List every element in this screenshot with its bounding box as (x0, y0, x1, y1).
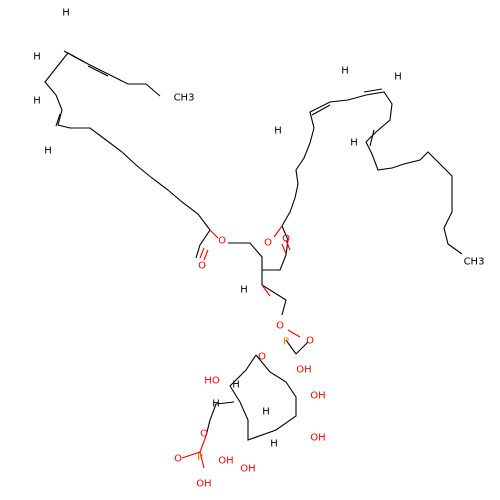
phosphate-hydroxyl-2b: OH (196, 479, 211, 490)
ch3-top-label: CH3 (174, 93, 195, 104)
phosphate-double-oxygen-1: O (306, 336, 314, 347)
phosphorus-label-2: P (197, 453, 203, 464)
h-atom-label: H (33, 96, 41, 107)
phosphorus-label-1: P (283, 337, 289, 348)
h-atom-label: H (240, 285, 248, 296)
h-atom-label: H (232, 380, 240, 391)
hydroxyl-label: HO (204, 376, 220, 387)
ester-oxygen-2: O (264, 238, 272, 249)
h-atom-label: H (33, 52, 41, 63)
h-atom-label: H (44, 146, 52, 157)
hydroxyl-label: OH (310, 391, 325, 402)
ester-oxygen-1: O (218, 236, 226, 247)
h-atom-label: H (262, 407, 270, 418)
phosphate-double-oxygen-2: O (174, 454, 182, 465)
ester-carbonyl-oxygen-1: O (198, 261, 206, 272)
h-atom-label: H (274, 126, 282, 137)
phosphate-link-oxygen-1: O (276, 321, 284, 332)
hydroxyl-label: OH (310, 433, 325, 444)
oxygen-bonds (181, 225, 301, 469)
h-atom-label: H (270, 439, 278, 450)
h-atom-label: H (212, 399, 220, 410)
hydroxyl-label: OH (240, 464, 255, 475)
h-atom-label: H (350, 138, 358, 149)
ring-phosphate-oxygen: O (200, 429, 208, 440)
phosphate-hydroxyl-1: OH (296, 365, 311, 376)
phosphate-link-oxygen-2: O (258, 352, 266, 363)
h-atom-label: H (341, 66, 349, 77)
ester-carbonyl-oxygen-2: O (282, 234, 290, 245)
ch3-right-label: CH3 (464, 257, 485, 268)
h-atom-label: H (62, 8, 70, 19)
h-atom-label: H (394, 72, 402, 83)
phosphate-hydroxyl-2a: OH (218, 456, 233, 467)
carbon-skeleton (44, 50, 463, 441)
